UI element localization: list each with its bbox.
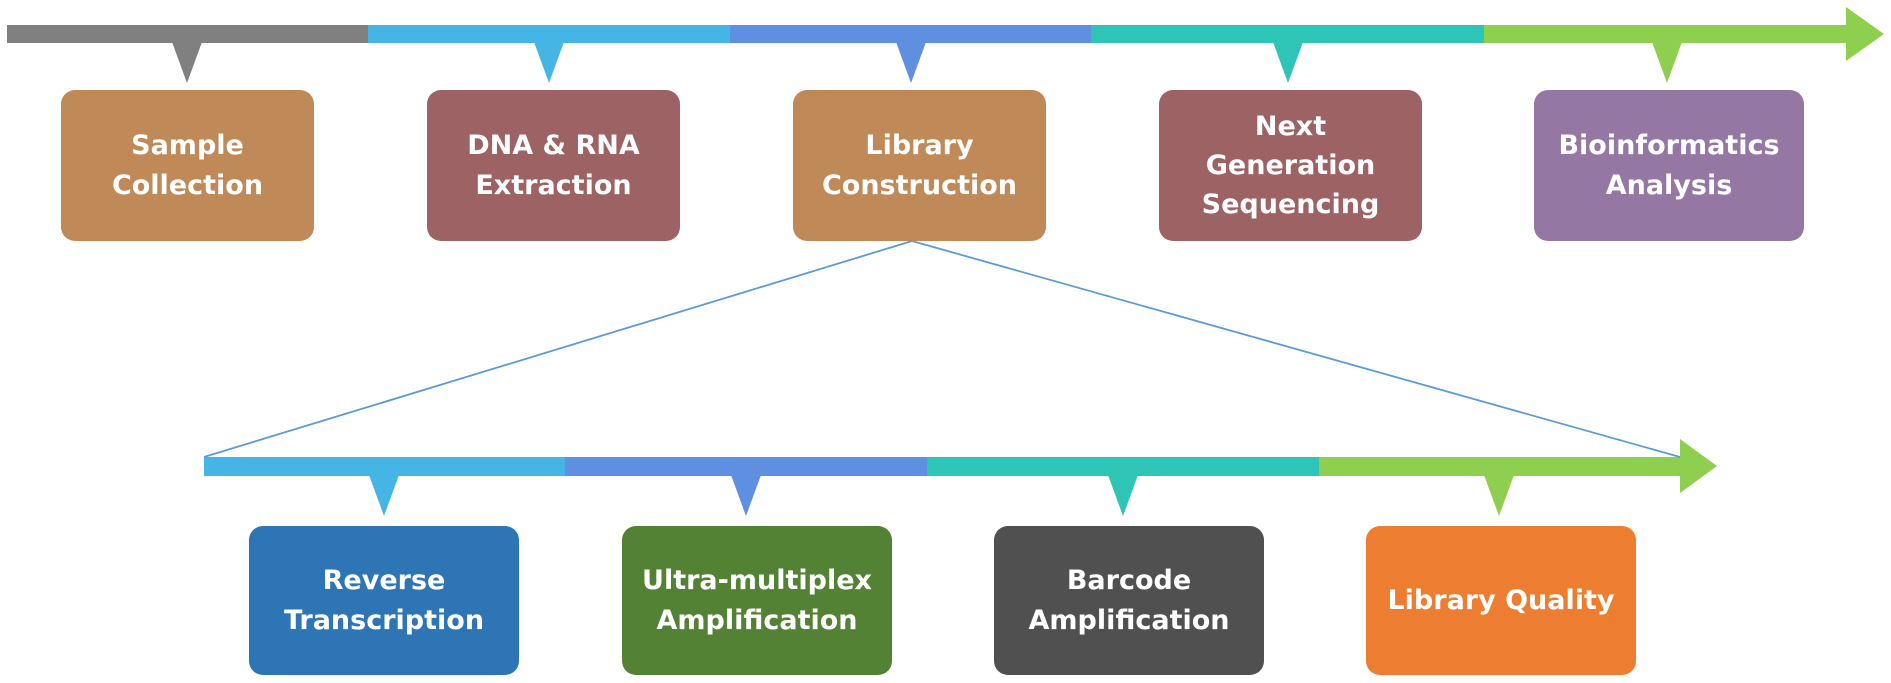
timeline-arrowhead (1680, 439, 1717, 493)
stage-label: Sample Collection (111, 130, 264, 201)
stage-label: Library Construction (821, 130, 1018, 201)
timeline-segment (204, 457, 566, 476)
timeline-segment (565, 457, 928, 476)
stage-label: Ultra-multiplex Amplification (642, 565, 872, 636)
stage-label: Next Generation Sequencing (1201, 110, 1380, 221)
stage-library-quality: Library Quality (1366, 526, 1636, 675)
timeline-segment (1319, 457, 1681, 476)
stage-next-generation-sequencing: Next Generation Sequencing (1159, 90, 1422, 241)
stage-label: DNA & RNA Extraction (467, 130, 640, 201)
timeline-pointer (1108, 475, 1138, 516)
timeline-pointer (534, 42, 564, 83)
timeline-segment (1091, 25, 1485, 43)
timeline-pointer (369, 475, 399, 516)
stage-label: Bioinformatics Analysis (1558, 130, 1780, 201)
stage-label: Barcode Amplification (1028, 565, 1230, 636)
timeline-segment (1484, 25, 1847, 43)
timeline-segment (7, 25, 369, 43)
timeline-segment (368, 25, 731, 43)
timeline-pointer (1484, 475, 1514, 516)
timeline-pointer (896, 42, 926, 83)
stage-label: Library Quality (1387, 584, 1615, 616)
timeline-pointer (1273, 42, 1303, 83)
timeline-pointer (731, 475, 761, 516)
stage-bioinformatics-analysis: Bioinformatics Analysis (1534, 90, 1804, 241)
connector-line (203, 240, 913, 458)
stage-label: Reverse Transcription (283, 565, 485, 636)
timeline-segment (927, 457, 1320, 476)
stage-dna-rna-extraction: DNA & RNA Extraction (427, 90, 680, 241)
stage-barcode-amplification: Barcode Amplification (994, 526, 1264, 675)
stage-ultra-multiplex-amplification: Ultra-multiplex Amplification (622, 526, 892, 675)
timeline-pointer (1652, 42, 1682, 83)
timeline-arrowhead (1846, 7, 1884, 61)
stage-reverse-transcription: Reverse Transcription (249, 526, 519, 675)
timeline-segment (730, 25, 1092, 43)
connector-line (911, 240, 1681, 458)
timeline-pointer (172, 42, 202, 83)
stage-sample-collection: Sample Collection (61, 90, 314, 241)
stage-library-construction: Library Construction (793, 90, 1046, 241)
